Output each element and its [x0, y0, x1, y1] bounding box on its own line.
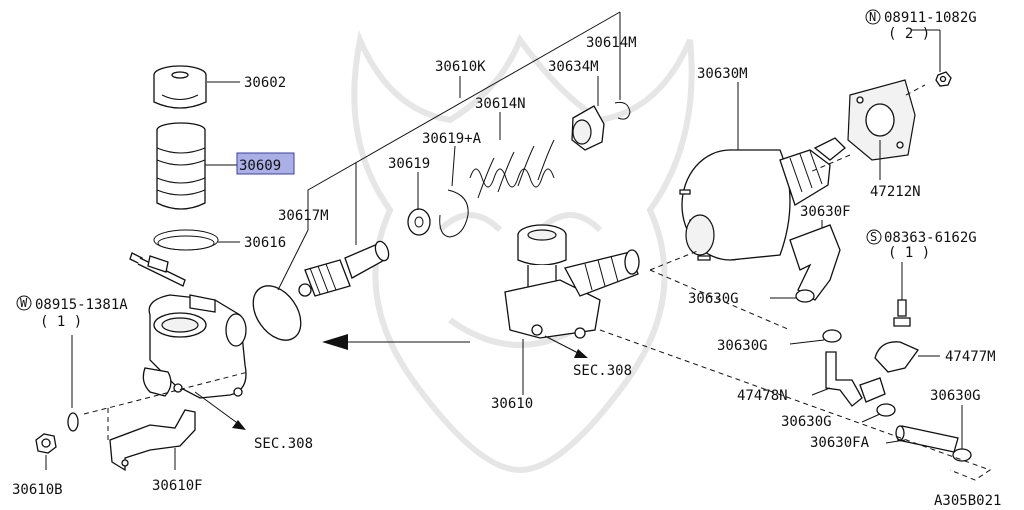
label-30630M[interactable]: 30630M [697, 66, 748, 82]
part-30610-clutch-master-cylinder-body[interactable] [142, 294, 247, 399]
label-47212N[interactable]: 47212N [870, 184, 921, 200]
part-30619-washer[interactable] [407, 208, 431, 236]
label-30634M[interactable]: 30634M [548, 59, 599, 75]
part-30610F-bracket[interactable] [109, 409, 196, 472]
part-30630G-clamp-1[interactable] [795, 289, 815, 303]
label-47478N[interactable]: 47478N [737, 388, 788, 404]
part-30609-sleeve[interactable] [156, 122, 206, 210]
part-08915-bolt[interactable] [129, 252, 186, 287]
label-30610B[interactable]: 30610B [12, 482, 63, 498]
part-30630G-clamp-4[interactable] [952, 448, 972, 462]
part-30610B-nut[interactable] [35, 433, 57, 454]
w-symbol-circle [16, 295, 32, 311]
part-30614N-spring[interactable] [469, 139, 555, 199]
part-30630G-clamp-2[interactable] [822, 329, 842, 343]
part-30630FA-hose[interactable] [895, 425, 959, 453]
label-qty-2-n: ( 2 ) [888, 26, 930, 42]
leader-lines [45, 11, 963, 470]
label-30617M[interactable]: 30617M [278, 208, 329, 224]
label-30619[interactable]: 30619 [388, 156, 430, 172]
boundary-lines [83, 84, 992, 481]
label-08915-1381A[interactable]: 08915-1381A [35, 297, 128, 313]
highlight-box [236, 152, 295, 175]
diagram-reference-code: A305B021 [934, 493, 1001, 509]
label-30616[interactable]: 30616 [244, 235, 286, 251]
part-30634M-boot[interactable] [571, 105, 605, 151]
label-30630F[interactable]: 30630F [800, 204, 851, 220]
labels: 30602 30609 30616 W 08915-1381A ( 1 ) 30… [12, 9, 1001, 509]
label-30630G-4[interactable]: 30630G [930, 388, 981, 404]
n-symbol: N [869, 10, 876, 24]
label-08911-1082G[interactable]: 08911-1082G [884, 10, 977, 26]
label-30614N[interactable]: 30614N [475, 96, 526, 112]
part-30602-cap[interactable] [153, 65, 207, 109]
part-08911-nut[interactable] [935, 71, 952, 87]
label-30610K[interactable]: 30610K [435, 59, 486, 75]
part-pushrod-assembly[interactable] [298, 240, 391, 297]
direction-arrow [322, 334, 470, 350]
label-30614M[interactable]: 30614M [586, 35, 637, 51]
part-47478N-fitting[interactable] [825, 351, 886, 407]
part-47212N-gasket[interactable] [847, 79, 916, 161]
part-washer-small[interactable] [67, 412, 79, 432]
label-30610[interactable]: 30610 [491, 396, 533, 412]
label-qty-1-w: ( 1 ) [40, 314, 82, 330]
label-08363-6162G[interactable]: 08363-6162G [884, 230, 977, 246]
label-30610F[interactable]: 30610F [152, 478, 203, 494]
part-30630G-clamp-3[interactable] [876, 403, 896, 417]
part-30616-ring[interactable] [153, 229, 219, 251]
label-47477M[interactable]: 47477M [945, 349, 996, 365]
label-sec308-left[interactable]: SEC.308 [254, 436, 313, 452]
n-symbol-circle [865, 9, 881, 25]
part-30630F-hose[interactable] [789, 224, 841, 301]
part-30630M-clutch-booster[interactable] [679, 137, 846, 261]
part-30619A-snap-ring[interactable] [439, 189, 469, 238]
label-qty-1-s: ( 1 ) [888, 245, 930, 261]
label-30609-highlighted[interactable]: 30609 [239, 158, 281, 174]
part-30617M-diaphragm[interactable] [243, 277, 310, 349]
s-symbol: S [870, 230, 877, 244]
w-symbol: W [20, 296, 28, 310]
part-08363-screw[interactable] [893, 299, 911, 327]
label-30630G-1[interactable]: 30630G [688, 291, 739, 307]
label-30630FA[interactable]: 30630FA [810, 435, 870, 451]
label-30602[interactable]: 30602 [244, 75, 286, 91]
label-30630G-2[interactable]: 30630G [717, 338, 768, 354]
label-30630G-3[interactable]: 30630G [781, 414, 832, 430]
part-30614M-clip[interactable] [614, 101, 631, 120]
label-sec308-mid[interactable]: SEC.308 [573, 363, 632, 379]
part-47477M-clamp[interactable] [874, 341, 919, 373]
label-30619A[interactable]: 30619+A [422, 131, 482, 147]
part-30610-master-cylinder[interactable] [504, 224, 640, 339]
s-symbol-circle [866, 229, 882, 245]
